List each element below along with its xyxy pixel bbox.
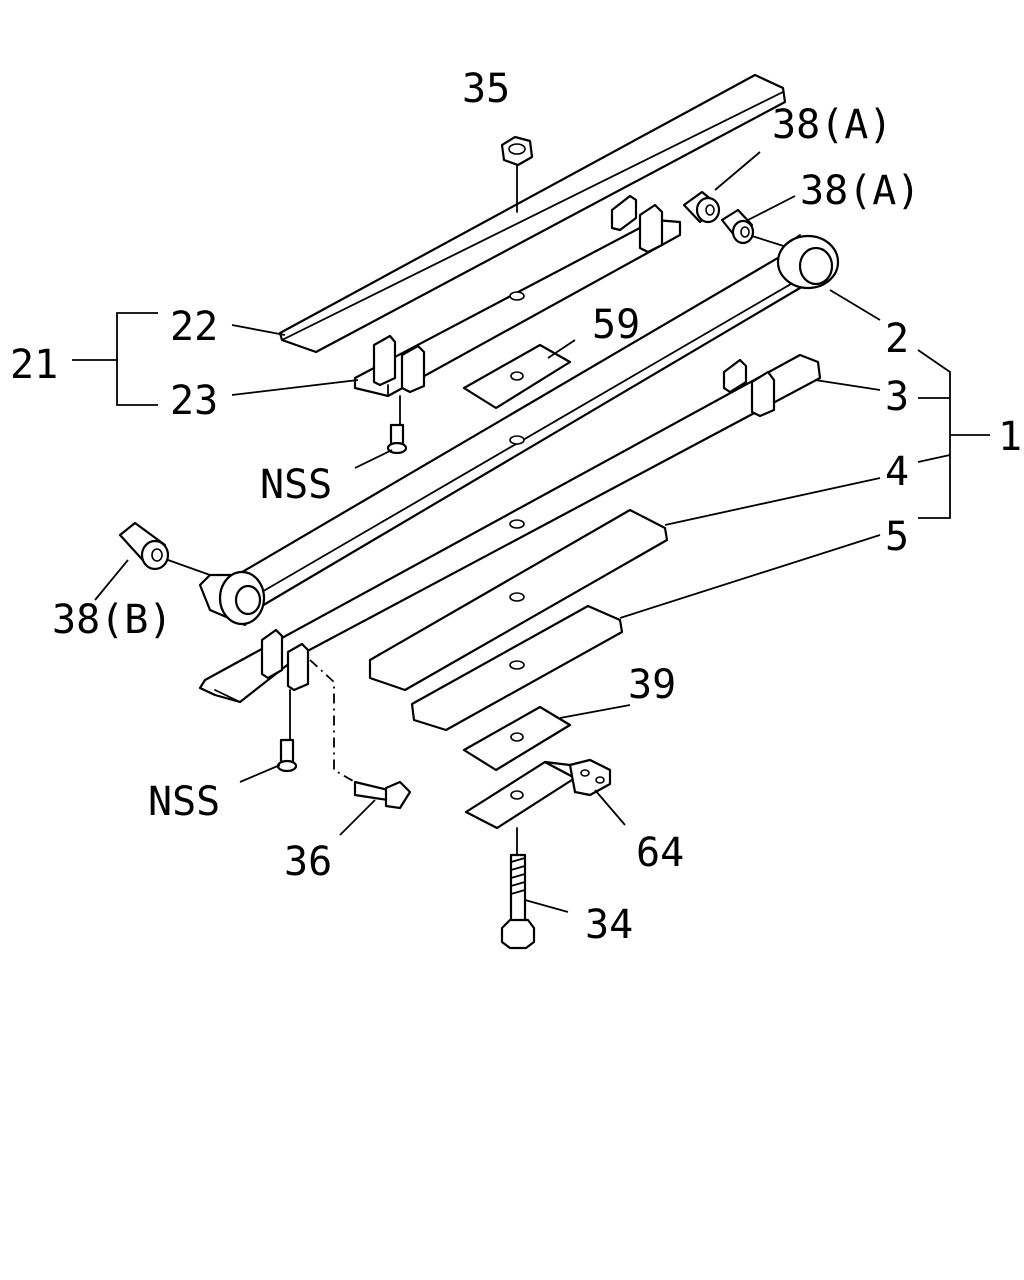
label-38a-upper: 38(A)	[772, 102, 892, 148]
label-38b: 38(B)	[52, 597, 172, 643]
bolt-nss-lower	[276, 738, 298, 773]
part-labels: 35 38(A) 38(A) 22 21 23 59 2 3 1 4 5 NSS…	[10, 66, 1022, 948]
label-22: 22	[170, 304, 218, 350]
label-35: 35	[462, 66, 510, 112]
label-38a-lower: 38(A)	[800, 168, 920, 214]
stud-bolt-34	[500, 853, 536, 950]
leaf-5	[410, 604, 624, 732]
nut-35	[500, 135, 534, 213]
label-nss-upper: NSS	[260, 462, 332, 508]
label-5: 5	[885, 514, 909, 560]
spacer-plate-59	[462, 343, 572, 410]
bolt-nss-upper	[386, 423, 408, 455]
helper-leaf-22	[278, 73, 787, 354]
label-1: 1	[998, 414, 1022, 460]
leader-lines	[72, 151, 990, 913]
bushing-38a-upper	[682, 190, 721, 224]
label-59: 59	[592, 302, 640, 348]
label-36: 36	[284, 839, 332, 885]
spacer-plate-39	[462, 705, 572, 772]
label-21: 21	[10, 342, 58, 388]
label-39: 39	[628, 662, 676, 708]
label-23: 23	[170, 378, 218, 424]
bolt-36	[309, 659, 412, 810]
label-nss-lower: NSS	[148, 779, 220, 825]
bushing-38b	[118, 521, 211, 576]
leaf-4	[368, 508, 669, 692]
label-64: 64	[636, 830, 684, 876]
helper-leaf-23	[353, 194, 682, 426]
bracket-plate-64	[464, 758, 612, 856]
label-3: 3	[885, 374, 909, 420]
label-2: 2	[885, 316, 909, 362]
main-leaf-2	[198, 234, 840, 627]
bushing-38a-lower	[720, 208, 791, 249]
label-34: 34	[585, 902, 633, 948]
label-4: 4	[885, 449, 909, 495]
leaf-3	[198, 353, 822, 741]
